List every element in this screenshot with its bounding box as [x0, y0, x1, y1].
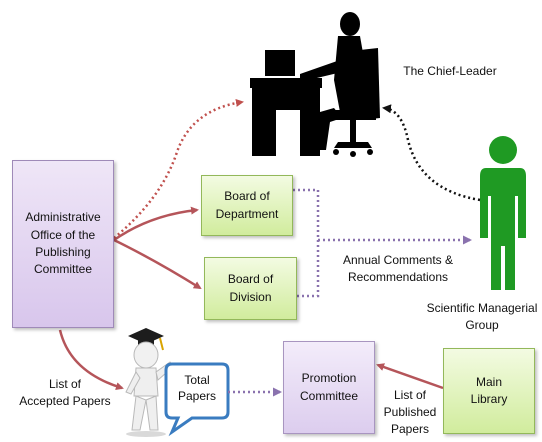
- board-of-division-label: Board of Division: [227, 272, 274, 304]
- group-to-chief-dotted-arrow: [382, 104, 481, 202]
- green-person-icon: [480, 136, 526, 290]
- admin-to-boards-arrows: [58, 206, 444, 391]
- annual-comments-label: Annual Comments & Recommendations: [342, 253, 454, 284]
- boards-to-group-dotted-arrows: [228, 188, 472, 397]
- admin-office-box: Administrative Office of the Publishing …: [12, 160, 114, 328]
- board-of-department-label: Board of Department: [215, 189, 279, 221]
- accepted-papers-label: List of Accepted Papers: [19, 377, 111, 408]
- promotion-committee-box: Promotion Committee: [283, 341, 375, 434]
- board-of-department-box: Board of Department: [201, 175, 293, 236]
- published-papers-label: List of Published Papers: [383, 388, 437, 436]
- promotion-committee-label: Promotion Committee: [299, 371, 358, 403]
- chief-leader-desk-silhouette-icon: [250, 12, 380, 157]
- main-library-label: Main Library: [470, 374, 508, 406]
- total-papers-label: Total Papers: [177, 373, 217, 404]
- main-library-box: Main Library: [443, 348, 535, 434]
- graduate-figure-icon: [125, 328, 175, 437]
- speech-callout-icon: [164, 362, 230, 437]
- admin-office-label: Administrative Office of the Publishing …: [25, 210, 101, 277]
- chief-leader-label: The Chief-Leader: [403, 64, 497, 78]
- board-of-division-box: Board of Division: [204, 257, 297, 320]
- scientific-group-label: Scientific Managerial Group: [426, 301, 538, 332]
